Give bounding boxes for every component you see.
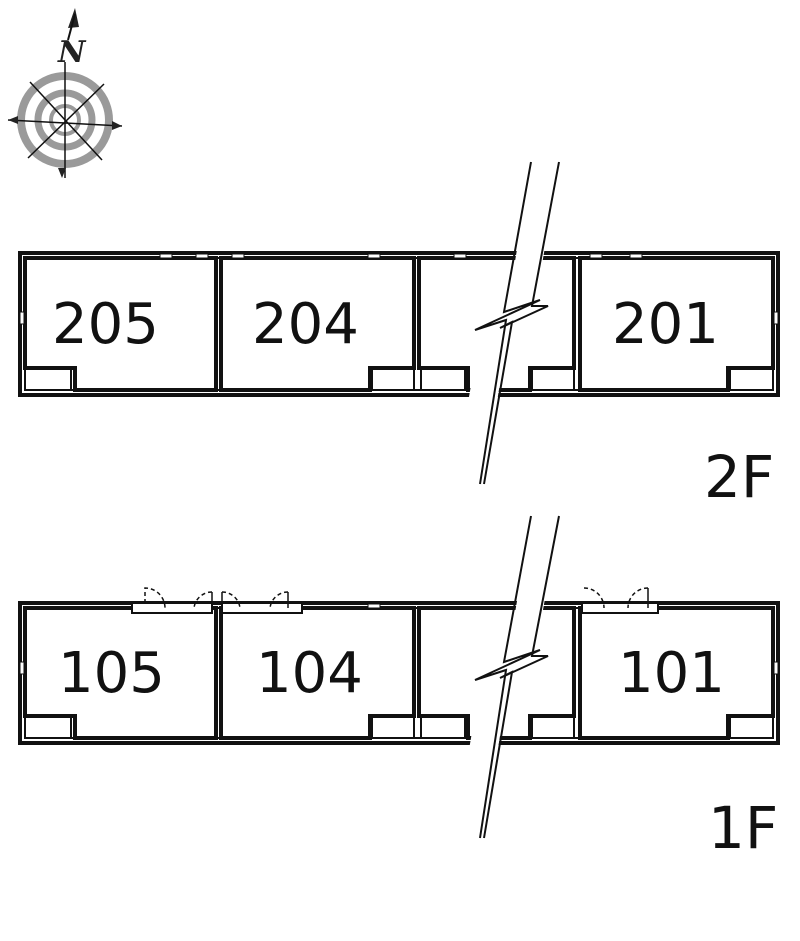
unit-104-label: 104 bbox=[256, 641, 363, 706]
unit-101-label: 101 bbox=[618, 641, 725, 706]
unit-204-label: 204 bbox=[252, 292, 359, 357]
floor-1f-label: 1F bbox=[708, 794, 778, 862]
compass-north-label: N bbox=[57, 35, 87, 70]
floor-2f-label: 2F bbox=[704, 443, 774, 511]
unit-205-label: 205 bbox=[52, 292, 159, 357]
north-arrow-compass-icon bbox=[7, 8, 123, 178]
floor-2f-plan bbox=[18, 160, 780, 485]
unit-201-label: 201 bbox=[612, 292, 719, 357]
floor-1f-plan bbox=[18, 514, 780, 839]
unit-105-label: 105 bbox=[58, 641, 165, 706]
